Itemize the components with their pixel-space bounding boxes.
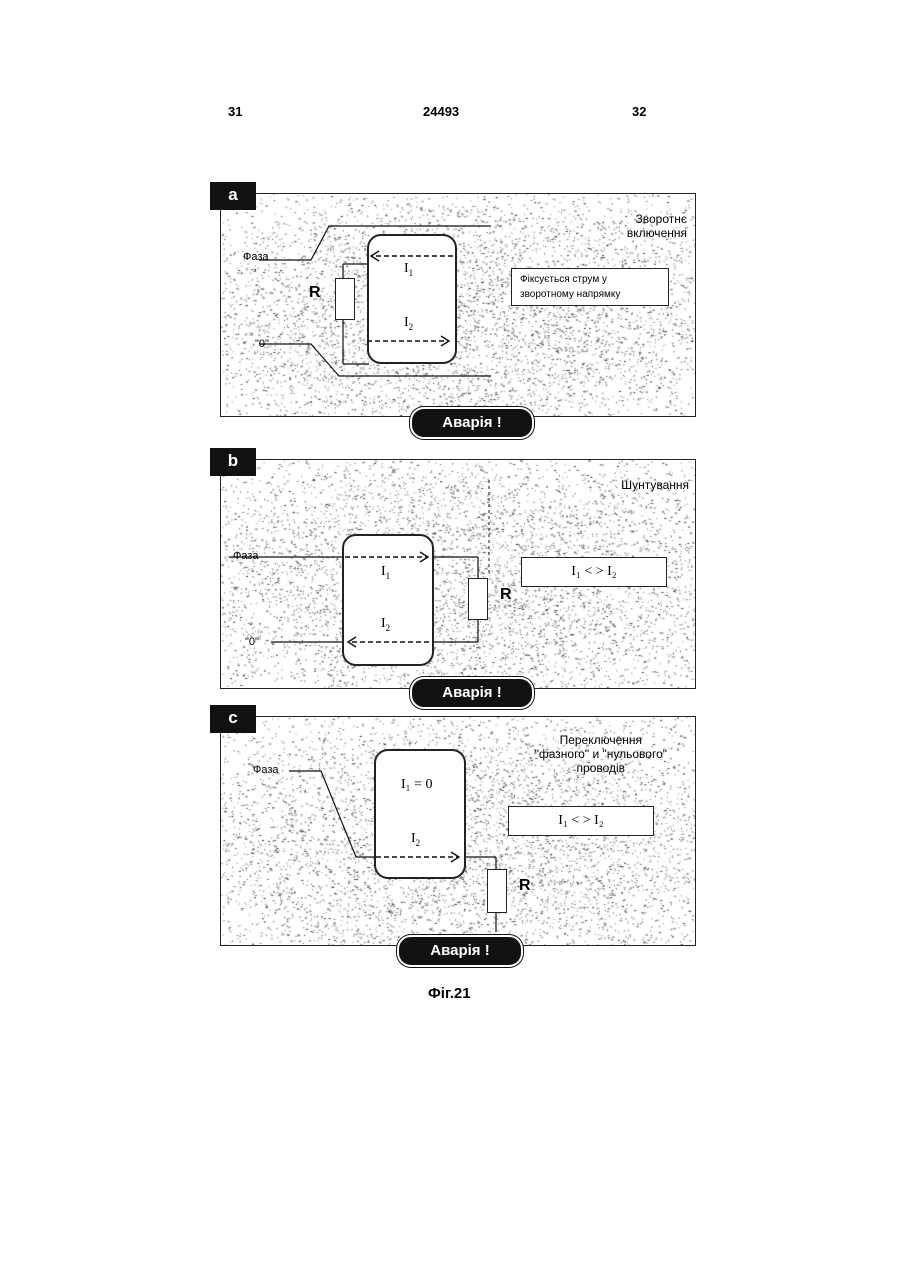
left-page-number: 31	[228, 104, 242, 119]
panel-c: c Переключення "фазного" и "нульового" п…	[220, 716, 696, 946]
right-page-number: 32	[632, 104, 646, 119]
alarm-badge: Аварія !	[397, 935, 523, 967]
panel-b: b Шунтування R Фаза "0" I1 I2 I₁ < > I₂	[220, 459, 696, 689]
current-comparison: I₁ < > I₂	[508, 806, 654, 836]
current-1-label: I₁ = 0	[401, 777, 432, 793]
info-note: Фіксується струм у зворотному напрямку	[511, 268, 669, 306]
current-1-label: I1	[381, 564, 390, 581]
alarm-badge: Аварія !	[410, 407, 534, 439]
current-1-label: I1	[404, 261, 413, 278]
figure-caption: Фіг.21	[428, 985, 471, 1002]
panel-a: a Зворотнє включення R Фаза "0" I1 I2 Фі…	[220, 193, 696, 417]
current-2-label: I2	[381, 616, 390, 633]
current-2-label: I2	[404, 315, 413, 332]
alarm-badge: Аварія !	[410, 677, 534, 709]
current-comparison: I₁ < > I₂	[521, 557, 667, 587]
current-2-label: I2	[411, 831, 420, 848]
patent-number: 24493	[423, 104, 459, 119]
